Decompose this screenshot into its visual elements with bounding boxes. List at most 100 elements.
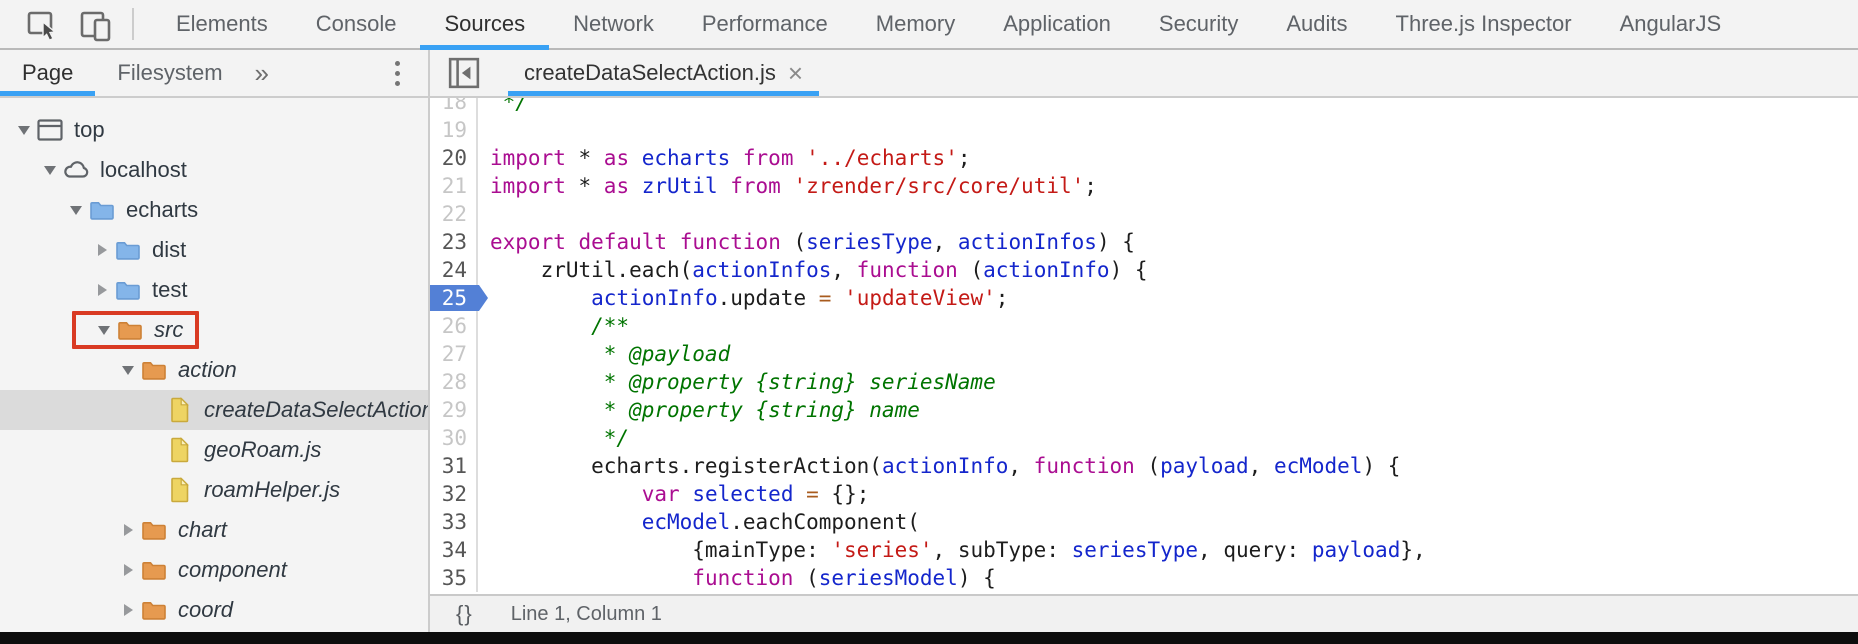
tab-network[interactable]: Network <box>549 0 678 48</box>
line-number[interactable]: 30 <box>430 424 478 452</box>
line-number[interactable]: 33 <box>430 508 478 536</box>
tree-item-coord[interactable]: coord <box>0 590 428 630</box>
device-toolbar-icon[interactable] <box>76 4 116 44</box>
line-number[interactable]: 22 <box>430 200 478 228</box>
line-number[interactable]: 18 <box>430 98 478 116</box>
code-line[interactable]: 22 <box>430 200 1858 228</box>
tree-item-dist[interactable]: dist <box>0 230 428 270</box>
sidebar-tab-page[interactable]: Page <box>0 50 95 96</box>
code-line[interactable]: 29 * @property {string} name <box>430 396 1858 424</box>
tab-application[interactable]: Application <box>979 0 1135 48</box>
tab-performance[interactable]: Performance <box>678 0 852 48</box>
toggle-navigator-icon[interactable] <box>442 50 486 96</box>
tab-elements[interactable]: Elements <box>152 0 292 48</box>
line-number[interactable]: 21 <box>430 172 478 200</box>
code-line[interactable]: 25 actionInfo.update = 'updateView'; <box>430 284 1858 312</box>
code-line[interactable]: 33 ecModel.eachComponent( <box>430 508 1858 536</box>
disclosure-arrow-icon[interactable] <box>90 284 114 296</box>
code-text[interactable]: zrUtil.each(actionInfos, function (actio… <box>478 256 1148 284</box>
disclosure-arrow-icon[interactable] <box>116 564 140 576</box>
disclosure-arrow-icon[interactable] <box>38 166 62 175</box>
code-text[interactable]: export default function (seriesType, act… <box>478 228 1135 256</box>
line-number[interactable]: 24 <box>430 256 478 284</box>
tab-memory[interactable]: Memory <box>852 0 979 48</box>
tab-sources[interactable]: Sources <box>420 0 549 48</box>
tree-item-action[interactable]: action <box>0 350 428 390</box>
disclosure-arrow-icon[interactable] <box>116 604 140 616</box>
code-editor[interactable]: 18 */1920import * as echarts from '../ec… <box>430 98 1858 594</box>
line-number[interactable]: 35 <box>430 564 478 592</box>
tree-item-georoam-js[interactable]: geoRoam.js <box>0 430 428 470</box>
code-text[interactable]: import * as zrUtil from 'zrender/src/cor… <box>478 172 1097 200</box>
code-line[interactable]: 30 */ <box>430 424 1858 452</box>
tree-item-test[interactable]: test <box>0 270 428 310</box>
code-line[interactable]: 18 */ <box>430 98 1858 116</box>
line-number[interactable]: 32 <box>430 480 478 508</box>
tab-audits[interactable]: Audits <box>1262 0 1371 48</box>
inspect-icon[interactable] <box>22 4 62 44</box>
disclosure-arrow-icon[interactable] <box>64 206 88 215</box>
tab-security[interactable]: Security <box>1135 0 1262 48</box>
code-line[interactable]: 24 zrUtil.each(actionInfos, function (ac… <box>430 256 1858 284</box>
line-number[interactable]: 27 <box>430 340 478 368</box>
line-number[interactable]: 29 <box>430 396 478 424</box>
code-text[interactable]: * @payload <box>478 340 730 368</box>
disclosure-arrow-icon[interactable] <box>116 366 140 375</box>
code-text[interactable]: */ <box>478 424 629 452</box>
code-line[interactable]: 31 echarts.registerAction(actionInfo, fu… <box>430 452 1858 480</box>
line-number[interactable]: 23 <box>430 228 478 256</box>
line-number[interactable]: 20 <box>430 144 478 172</box>
code-text[interactable] <box>478 116 490 144</box>
tree-item-chart[interactable]: chart <box>0 510 428 550</box>
tree-item-src[interactable]: src <box>0 310 428 350</box>
code-text[interactable]: * @property {string} name <box>478 396 920 424</box>
line-number[interactable]: 19 <box>430 116 478 144</box>
code-text[interactable]: {mainType: 'series', subType: seriesType… <box>478 536 1426 564</box>
code-line[interactable]: 23export default function (seriesType, a… <box>430 228 1858 256</box>
disclosure-arrow-icon[interactable] <box>90 244 114 256</box>
code-line[interactable]: 35 function (seriesModel) { <box>430 564 1858 592</box>
tree-item-top[interactable]: top <box>0 110 428 150</box>
code-line[interactable]: 26 /** <box>430 312 1858 340</box>
code-line[interactable]: 34 {mainType: 'series', subType: seriesT… <box>430 536 1858 564</box>
code-text[interactable]: actionInfo.update = 'updateView'; <box>478 284 1008 312</box>
file-tree: toplocalhostechartsdisttestsrcactioncrea… <box>0 98 428 632</box>
code-line[interactable]: 27 * @payload <box>430 340 1858 368</box>
code-text[interactable] <box>478 200 490 228</box>
close-icon[interactable]: × <box>788 60 803 86</box>
tree-item-echarts[interactable]: echarts <box>0 190 428 230</box>
code-line[interactable]: 21import * as zrUtil from 'zrender/src/c… <box>430 172 1858 200</box>
disclosure-arrow-icon[interactable] <box>12 126 36 135</box>
code-text[interactable]: ecModel.eachComponent( <box>478 508 920 536</box>
tree-item-roamhelper-js[interactable]: roamHelper.js <box>0 470 428 510</box>
code-line[interactable]: 32 var selected = {}; <box>430 480 1858 508</box>
code-line[interactable]: 20import * as echarts from '../echarts'; <box>430 144 1858 172</box>
code-text[interactable]: var selected = {}; <box>478 480 869 508</box>
code-text[interactable]: /** <box>478 312 629 340</box>
code-line[interactable]: 28 * @property {string} seriesName <box>430 368 1858 396</box>
code-text[interactable]: */ <box>478 98 528 116</box>
line-number[interactable]: 26 <box>430 312 478 340</box>
tree-item-localhost[interactable]: localhost <box>0 150 428 190</box>
breakpoint-marker[interactable]: 25 <box>430 284 478 312</box>
code-text[interactable]: function (seriesModel) { <box>478 564 996 592</box>
code-text[interactable]: * @property {string} seriesName <box>478 368 996 396</box>
code-text[interactable]: echarts.registerAction(actionInfo, funct… <box>478 452 1400 480</box>
disclosure-arrow-icon[interactable] <box>92 326 116 335</box>
pretty-print-icon[interactable]: {} <box>456 601 473 627</box>
disclosure-arrow-icon[interactable] <box>116 524 140 536</box>
sidebar-tab-filesystem[interactable]: Filesystem <box>95 50 244 96</box>
line-number[interactable]: 31 <box>430 452 478 480</box>
tree-item-component[interactable]: component <box>0 550 428 590</box>
tab-three-js-inspector[interactable]: Three.js Inspector <box>1372 0 1596 48</box>
code-text[interactable]: import * as echarts from '../echarts'; <box>478 144 971 172</box>
tab-console[interactable]: Console <box>292 0 421 48</box>
code-line[interactable]: 19 <box>430 116 1858 144</box>
editor-tab-createdataselectaction[interactable]: createDataSelectAction.js × <box>508 50 819 96</box>
tree-item-createdataselectaction-js[interactable]: createDataSelectAction.js <box>0 390 428 430</box>
line-number[interactable]: 28 <box>430 368 478 396</box>
line-number[interactable]: 34 <box>430 536 478 564</box>
kebab-menu-icon[interactable] <box>389 50 406 96</box>
tab-angularjs[interactable]: AngularJS <box>1596 0 1746 48</box>
more-tabs-chevron-icon[interactable]: » <box>245 50 279 96</box>
